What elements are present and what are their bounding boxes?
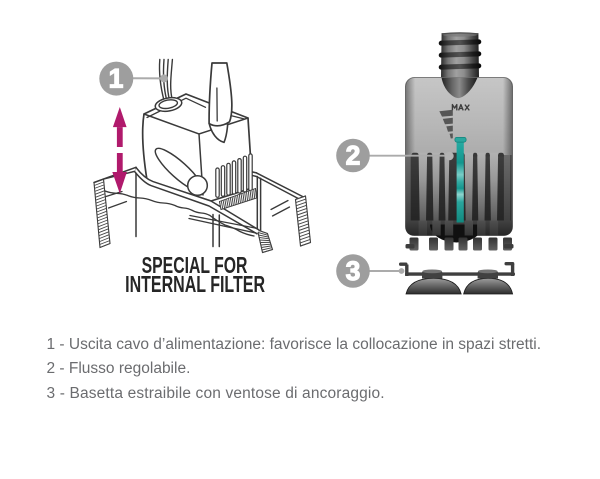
svg-text:2: 2 [346,141,361,171]
svg-text:3: 3 [346,256,361,286]
svg-text:1: 1 [109,64,124,94]
